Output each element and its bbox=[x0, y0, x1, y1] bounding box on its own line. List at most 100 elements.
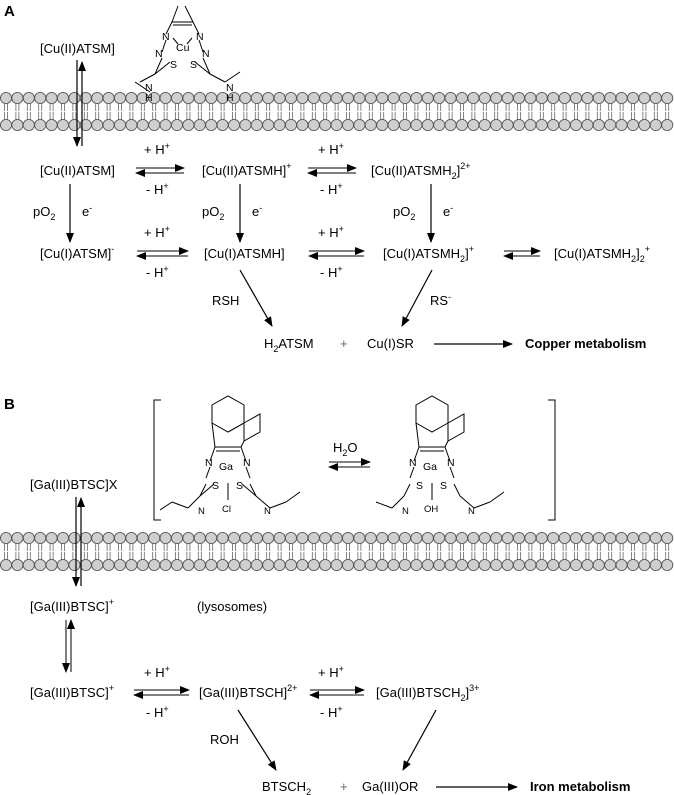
lipid-head bbox=[512, 91, 526, 105]
lipid-head bbox=[490, 531, 503, 545]
lipid-head bbox=[319, 91, 332, 105]
svg-text:N: N bbox=[205, 457, 213, 469]
lipid-head bbox=[638, 91, 651, 105]
lipid-head bbox=[239, 558, 252, 572]
lipid-head bbox=[136, 531, 149, 545]
lipid-head bbox=[113, 558, 127, 572]
lipid-head bbox=[11, 118, 24, 132]
lipid-head bbox=[330, 91, 343, 105]
lipid-head bbox=[592, 91, 605, 105]
svg-text:e-: e- bbox=[82, 203, 92, 219]
lipid-head bbox=[387, 91, 400, 105]
lipid-head bbox=[433, 531, 446, 545]
copper-metabolism: Copper metabolism bbox=[525, 336, 646, 351]
lipid-head bbox=[661, 118, 674, 132]
lipid-head bbox=[455, 91, 469, 105]
lipid-head bbox=[364, 118, 377, 132]
lipid-head bbox=[0, 91, 13, 105]
lipid-head bbox=[296, 531, 309, 545]
lipid-head bbox=[56, 558, 70, 572]
cu1-atsmh2-dimer: [Cu(I)ATSMH2]2+ bbox=[554, 244, 650, 264]
cu-atsm-outside: [Cu(II)ATSM] bbox=[40, 41, 115, 56]
lipid-head bbox=[136, 558, 149, 572]
lipid-head bbox=[205, 91, 218, 105]
lipid-head bbox=[604, 558, 617, 572]
svg-text:+ H+: + H+ bbox=[318, 224, 344, 240]
lipid-head bbox=[638, 118, 651, 132]
svg-text:+ H+: + H+ bbox=[144, 224, 170, 240]
lipid-head bbox=[364, 531, 377, 545]
atom-n3: N bbox=[155, 48, 163, 60]
lipid-head bbox=[159, 558, 172, 572]
lipid-head bbox=[205, 558, 218, 572]
lipid-head bbox=[56, 91, 70, 105]
lipid-head bbox=[535, 91, 548, 105]
lipid-head bbox=[535, 531, 548, 545]
lipid-head bbox=[102, 91, 115, 105]
ga-btsch2: [Ga(III)BTSCH2]3+ bbox=[376, 683, 479, 703]
lipid-head bbox=[501, 558, 514, 572]
lipid-head bbox=[170, 558, 184, 572]
ga3-or: Ga(III)OR bbox=[362, 779, 418, 794]
atom-cu: Cu bbox=[176, 42, 190, 54]
lipid-head bbox=[490, 558, 503, 572]
lipid-head bbox=[56, 118, 70, 132]
lipid-head bbox=[353, 91, 366, 105]
lipid-head bbox=[102, 118, 115, 132]
lipid-head bbox=[569, 118, 583, 132]
atom-nh2: N bbox=[226, 82, 234, 94]
lipid-head bbox=[398, 118, 412, 132]
lipid-head bbox=[102, 531, 115, 545]
svg-text:N: N bbox=[409, 457, 417, 469]
lipid-head bbox=[159, 118, 172, 132]
lipid-head bbox=[535, 558, 548, 572]
lipid-head bbox=[421, 558, 434, 572]
lipid-head bbox=[262, 91, 275, 105]
lipid-head bbox=[501, 91, 514, 105]
lipid-head bbox=[661, 531, 674, 545]
svg-text:- H+: - H+ bbox=[320, 181, 343, 197]
lipid-head bbox=[319, 118, 332, 132]
lipid-head bbox=[125, 531, 138, 545]
lipid-head bbox=[547, 118, 560, 132]
lipid-head bbox=[0, 531, 13, 545]
reduction-a3: pO2 e- bbox=[393, 184, 453, 243]
lipid-head bbox=[330, 118, 343, 132]
lipid-head bbox=[227, 558, 241, 572]
svg-text:e-: e- bbox=[252, 203, 262, 219]
lipid-head bbox=[581, 531, 594, 545]
atom-n2: N bbox=[196, 31, 204, 43]
equilibrium-a1: + H+ - H+ bbox=[135, 141, 185, 197]
lipid-head bbox=[216, 558, 229, 572]
lipid-head bbox=[113, 531, 127, 545]
lipid-head bbox=[558, 531, 571, 545]
lipid-head bbox=[558, 558, 571, 572]
lipid-head bbox=[649, 118, 662, 132]
cu2-atsm: [Cu(II)ATSM] bbox=[40, 163, 115, 178]
lipid-head bbox=[387, 531, 400, 545]
lipid-head bbox=[615, 91, 628, 105]
cell-membrane-b bbox=[0, 531, 674, 572]
lipid-head bbox=[296, 118, 309, 132]
lipid-head bbox=[410, 558, 423, 572]
lipid-head bbox=[444, 558, 457, 572]
lipid-head bbox=[239, 91, 252, 105]
svg-text:- H+: - H+ bbox=[146, 264, 169, 280]
lipid-head bbox=[467, 118, 480, 132]
cell-membrane-a bbox=[0, 91, 674, 132]
lipid-head bbox=[626, 91, 640, 105]
lipid-head bbox=[433, 91, 446, 105]
cu1-sr: Cu(I)SR bbox=[367, 336, 414, 351]
lipid-head bbox=[398, 558, 412, 572]
lipid-head bbox=[273, 558, 286, 572]
lipid-head bbox=[376, 118, 389, 132]
lipid-head bbox=[68, 91, 81, 105]
lipid-head bbox=[501, 531, 514, 545]
lipid-head bbox=[490, 118, 503, 132]
svg-text:- H+: - H+ bbox=[320, 704, 343, 720]
svg-text:+ H+: + H+ bbox=[318, 141, 344, 157]
lipid-head bbox=[319, 531, 332, 545]
lipid-head bbox=[227, 531, 241, 545]
svg-text:pO2: pO2 bbox=[202, 204, 224, 222]
cu1-atsm: [Cu(I)ATSM]- bbox=[40, 244, 114, 261]
